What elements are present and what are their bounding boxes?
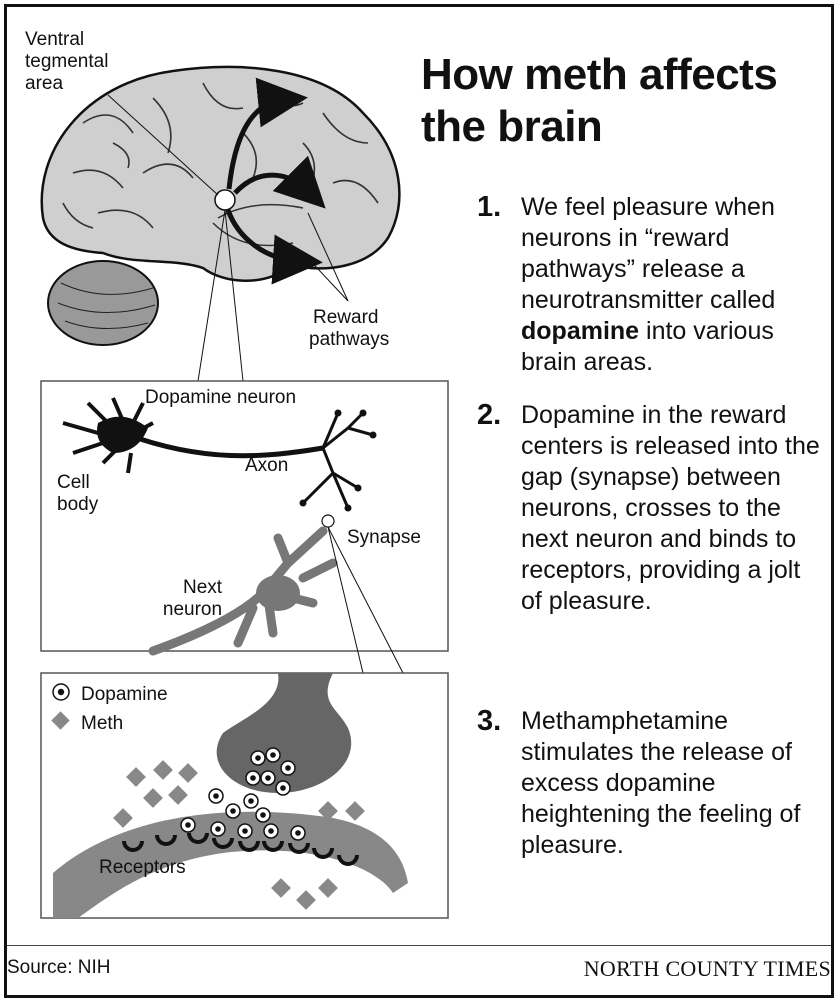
diagram-art bbox=[40, 65, 449, 919]
receptor bbox=[312, 847, 334, 859]
receptor bbox=[337, 854, 359, 866]
publisher-brand: NORTH COUNTY TIMES bbox=[583, 956, 831, 981]
label-next-line-1: Next bbox=[183, 577, 223, 598]
meth-molecule bbox=[271, 878, 291, 898]
legend-meth-label: Meth bbox=[81, 713, 124, 734]
receptor bbox=[238, 840, 260, 852]
step-1-text-post: into various brain areas. bbox=[521, 317, 774, 376]
label-cell-line-2: body bbox=[57, 494, 99, 515]
synapse-marker bbox=[321, 514, 335, 528]
meth-molecule bbox=[318, 801, 338, 821]
dopamine-molecules bbox=[180, 747, 306, 841]
infographic-frame: How meth affects the brain 1. We feel pl… bbox=[4, 4, 834, 998]
receptor bbox=[262, 840, 284, 852]
label-reward-line-2: pathways bbox=[309, 329, 390, 350]
step-1-text-bold: dopamine bbox=[521, 317, 640, 345]
label-cell-body: Cell body bbox=[57, 472, 98, 516]
cerebellum bbox=[47, 260, 159, 346]
label-axon: Axon bbox=[245, 455, 289, 476]
step-3-text: Methamphetamine stimulates the release o… bbox=[521, 707, 801, 859]
synapse-illustration bbox=[53, 673, 408, 918]
reward-arrow-3 bbox=[225, 209, 323, 285]
legend bbox=[51, 683, 70, 730]
label-vta: Ventral tegmental area bbox=[25, 29, 108, 95]
label-dopamine-neuron: Dopamine neuron bbox=[145, 387, 297, 408]
next-neuron-illustration bbox=[148, 526, 338, 656]
step-1-text-pre: We feel pleasure when neurons in “reward… bbox=[521, 193, 776, 314]
meth-molecule bbox=[345, 801, 365, 821]
brain-illustration bbox=[40, 65, 401, 382]
receptor bbox=[288, 842, 310, 854]
label-reward-pathways: Reward pathways bbox=[309, 307, 389, 351]
page-title: How meth affects the brain bbox=[421, 49, 778, 153]
cerebrum bbox=[40, 65, 401, 282]
vta-marker bbox=[214, 189, 236, 211]
receptor bbox=[212, 837, 234, 849]
legend-meth-symbol bbox=[51, 711, 70, 730]
label-vta-line-2: tegmental bbox=[25, 51, 109, 72]
step-1-text: We feel pleasure when neurons in “reward… bbox=[521, 192, 826, 378]
label-vta-line-1: Ventral bbox=[25, 29, 85, 50]
footer-divider bbox=[7, 945, 831, 946]
receptor bbox=[187, 832, 209, 844]
meth-molecule bbox=[318, 878, 338, 898]
reward-arrow-2 bbox=[233, 155, 326, 209]
meth-molecule bbox=[333, 823, 353, 843]
step-2-text: Dopamine in the reward centers is releas… bbox=[521, 401, 820, 615]
label-synapse: Synapse bbox=[347, 527, 421, 548]
label-next-line-2: neuron bbox=[162, 599, 223, 620]
step-3-number: 3. bbox=[477, 705, 502, 737]
label-cell-line-1: Cell bbox=[57, 472, 90, 493]
label-vta-line-3: area bbox=[25, 73, 64, 94]
dopamine-neuron-illustration bbox=[62, 397, 377, 528]
title-line-1: How meth affects bbox=[421, 50, 778, 99]
receptors bbox=[122, 832, 359, 866]
label-reward-line-1: Reward bbox=[313, 307, 379, 328]
label-next-neuron: Next neuron bbox=[155, 577, 222, 621]
reward-arrow-1 bbox=[226, 77, 308, 190]
meth-molecule bbox=[296, 890, 316, 910]
legend-dopamine-label: Dopamine bbox=[81, 684, 168, 705]
label-receptors: Receptors bbox=[99, 857, 186, 878]
step-1-number: 1. bbox=[477, 191, 502, 223]
source-credit: Source: NIH bbox=[7, 957, 111, 978]
receptor bbox=[122, 840, 144, 852]
receptor bbox=[155, 834, 177, 846]
step-2-number: 2. bbox=[477, 399, 502, 431]
title-line-2: the brain bbox=[421, 102, 603, 151]
